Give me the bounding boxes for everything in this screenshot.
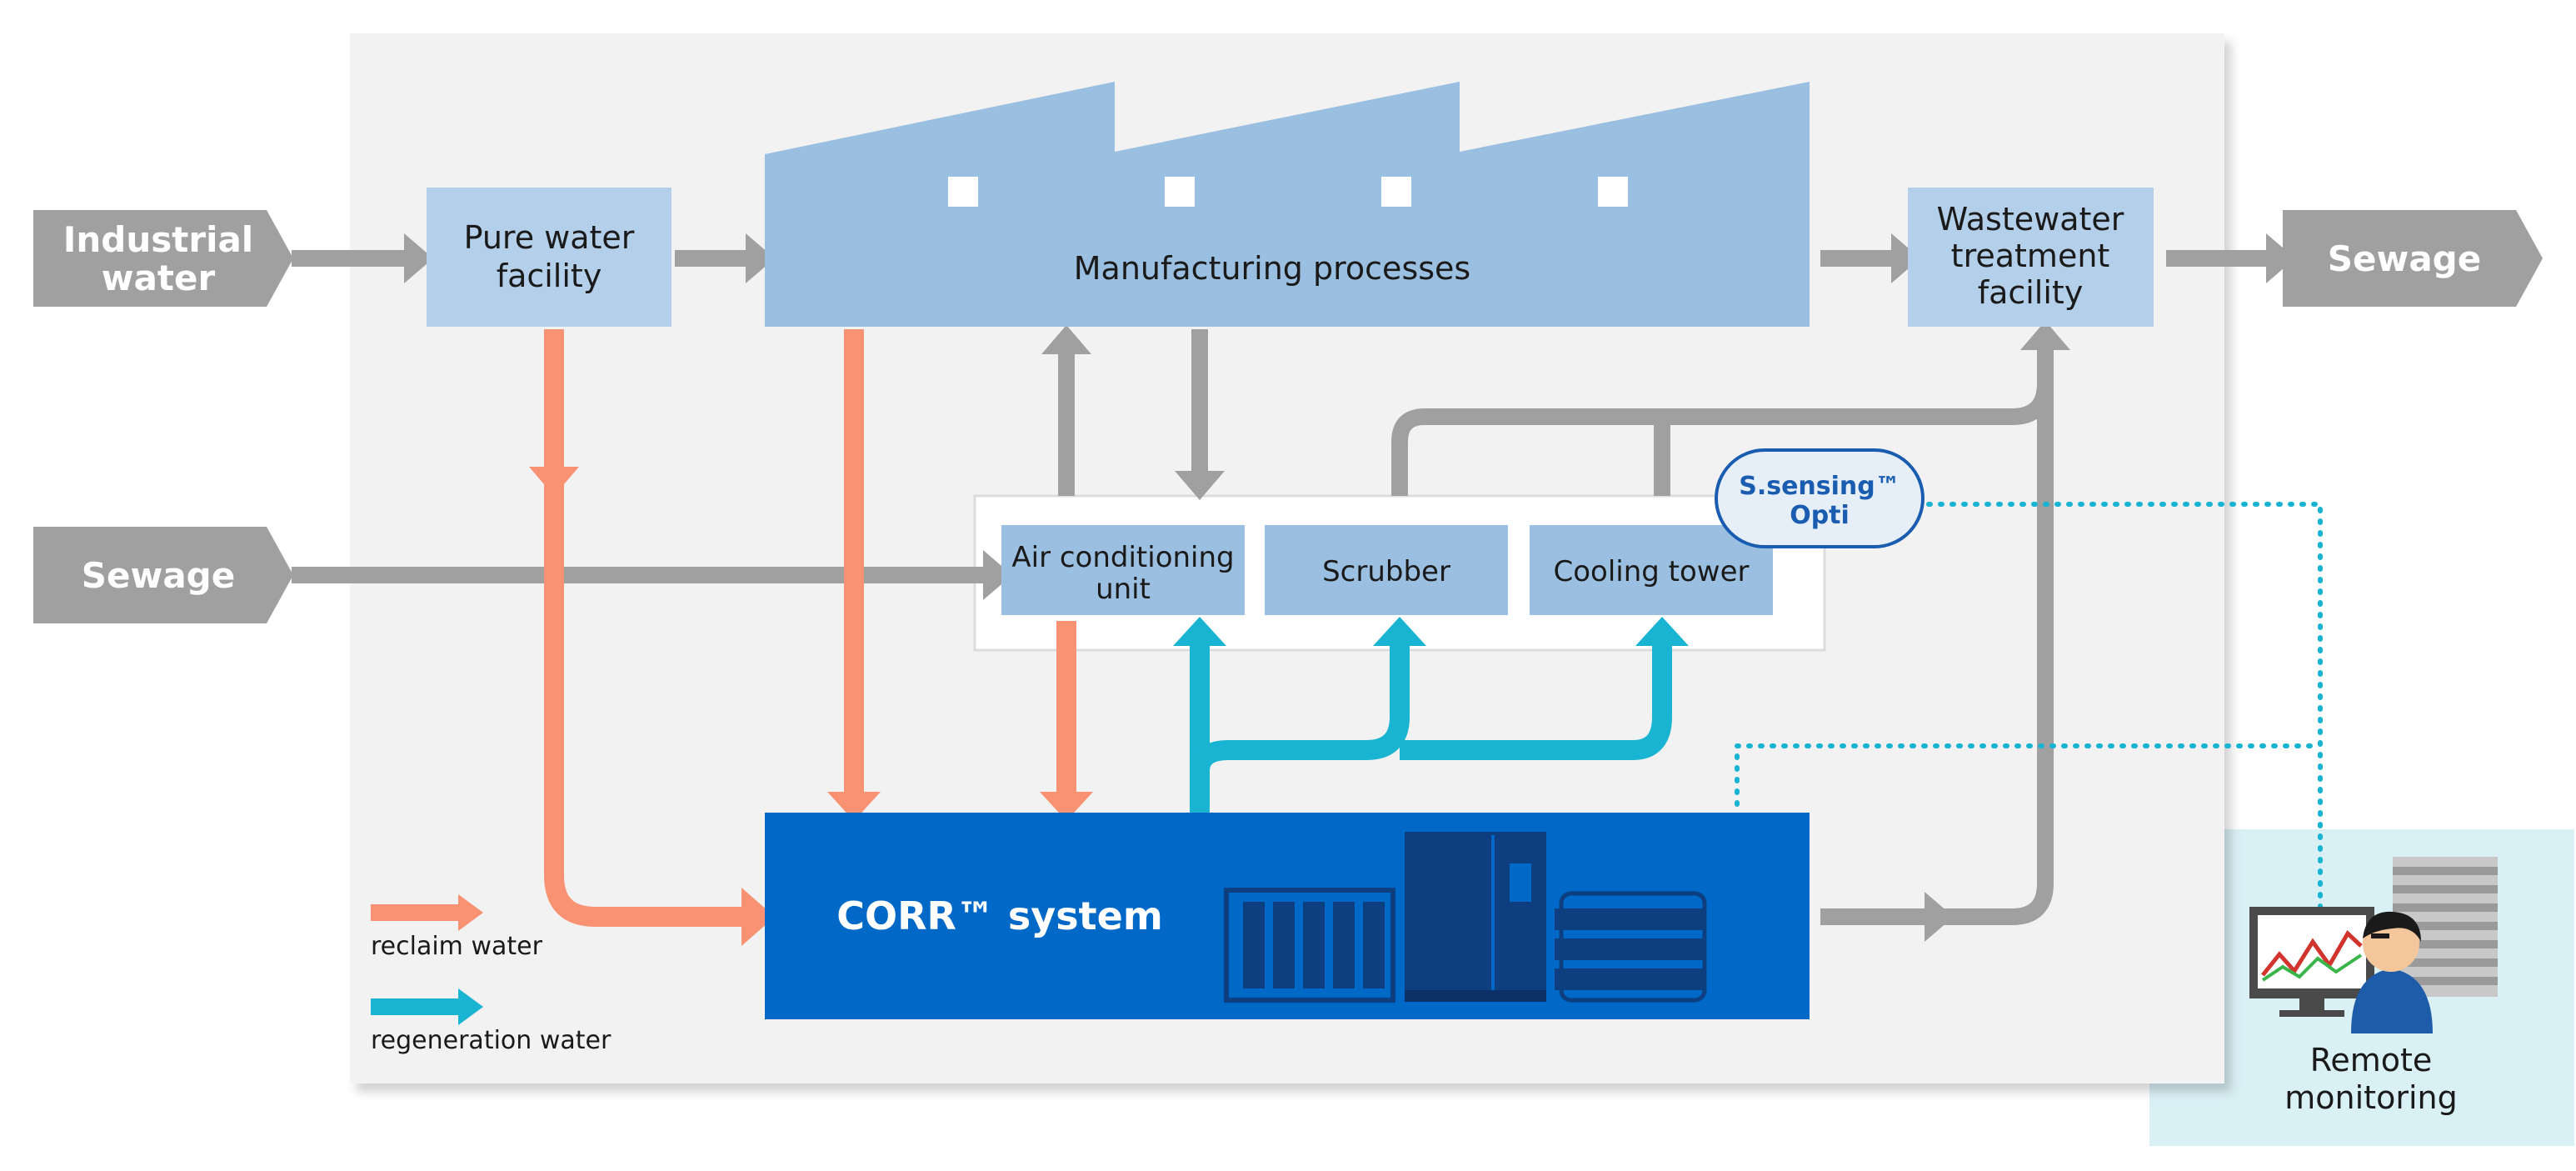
air-conditioning-label-1: Air conditioning [1011,541,1234,574]
wastewater-label-1: Wastewater [1937,201,2124,238]
cooling-tower-label: Cooling tower [1553,555,1749,588]
rack-unit-icon [1224,888,1395,1003]
wastewater-label-2: treatment [1951,238,2110,274]
gray-flows [292,250,2266,925]
wastewater-facility: Wastewater treatment facility [1908,188,2154,327]
legend: reclaim water regeneration water [371,894,612,1055]
manufacturing-label: Manufacturing processes [1074,250,1470,287]
s-sensing-label-2: Opti [1790,501,1850,530]
corr-system: CORR™ system [765,813,1810,1019]
reclaim-flows [544,329,1076,927]
gray-arrowheads [404,233,2295,942]
sewage-input: Sewage [33,527,293,623]
industrial-water-label-2: water [102,258,216,298]
sewage-output: Sewage [2283,210,2543,307]
regeneration-arrowheads [1173,617,1689,646]
operator-icon [2351,911,2433,1033]
factory-window [1165,177,1195,207]
factory-window [1598,177,1628,207]
cabinet-icon [1405,832,1546,1002]
factory-window [948,177,978,207]
sewage-input-label: Sewage [82,555,235,596]
remote-label-1: Remote [2310,1042,2433,1078]
scrubber-label: Scrubber [1322,555,1450,588]
monitor-icon [2249,907,2374,1017]
s-sensing-label-1: S.sensing™ [1739,472,1900,501]
industrial-water-label-1: Industrial [63,219,253,260]
legend-regeneration-label: regeneration water [371,1026,612,1055]
remote-monitoring: Remote monitoring [2249,857,2498,1116]
legend-regeneration: regeneration water [371,988,612,1055]
pure-water-label-2: facility [497,258,602,294]
factory-window [1381,177,1411,207]
sewage-output-label: Sewage [2328,238,2481,279]
cooling-tower: Cooling tower [1530,525,1773,615]
industrial-water-input: Industrial water [33,210,293,307]
manufacturing-processes: Manufacturing processes [765,82,1810,327]
air-conditioning-label-2: unit [1096,573,1151,606]
stacked-units-icon [1555,891,1707,1003]
monitoring-links [1735,502,2323,911]
wastewater-label-3: facility [1978,274,2084,311]
air-conditioning-unit: Air conditioning unit [1001,525,1245,615]
legend-reclaim-label: reclaim water [371,932,543,961]
scrubber: Scrubber [1265,525,1508,615]
legend-reclaim: reclaim water [371,894,543,961]
remote-label-2: monitoring [2284,1079,2457,1116]
regeneration-flows [1190,642,1672,821]
pure-water-label-1: Pure water [464,219,635,256]
reclaim-arrowheads [529,467,1093,946]
pure-water-facility: Pure water facility [427,188,671,327]
corr-label: CORR™ system [836,893,1163,938]
s-sensing-opti-badge: S.sensing™ Opti [1715,448,1925,548]
